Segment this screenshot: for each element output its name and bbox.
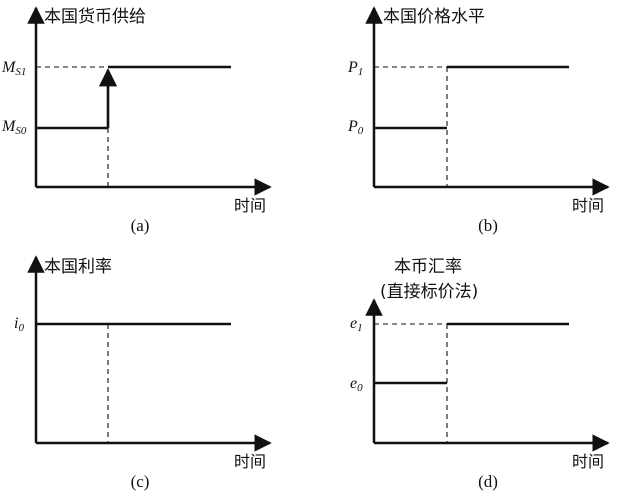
panel-money-supply: 本国货币供给 时间 (a) MS1 MS0: [1, 6, 272, 235]
x-axis-title: 时间: [234, 452, 266, 471]
tick-label-ms1: MS1: [1, 59, 26, 78]
tick-label-p1: P1: [347, 59, 363, 78]
tick-label-e1: e1: [350, 315, 363, 334]
tick-label-ms0: MS0: [1, 118, 27, 137]
y-axis-title: 本币汇率: [394, 257, 462, 277]
x-axis-title: 时间: [572, 196, 604, 215]
tick-label-i0: i0: [14, 315, 24, 334]
panel-caption: (b): [478, 216, 498, 235]
y-axis-title: 本国利率: [44, 257, 112, 277]
y-axis-title: 本国价格水平: [383, 7, 485, 27]
x-axis-title: 时间: [234, 196, 266, 215]
tick-label-p0: P0: [347, 118, 364, 137]
panel-caption: (a): [131, 216, 150, 235]
panel-caption: (d): [478, 472, 498, 491]
tick-label-e0: e0: [350, 375, 363, 394]
x-axis-title: 时间: [572, 452, 604, 471]
panel-exchange-rate: 本币汇率 (直接标价法) 时间 (d) e1 e0: [350, 257, 610, 491]
panel-caption: (c): [131, 472, 150, 491]
panel-interest-rate: 本国利率 时间 (c) i0: [14, 255, 272, 491]
y-axis-title: 本国货币供给: [44, 7, 146, 27]
y-axis-subtitle: (直接标价法): [380, 282, 478, 302]
panel-price-level: 本国价格水平 时间 (b) P1 P0: [347, 6, 610, 235]
